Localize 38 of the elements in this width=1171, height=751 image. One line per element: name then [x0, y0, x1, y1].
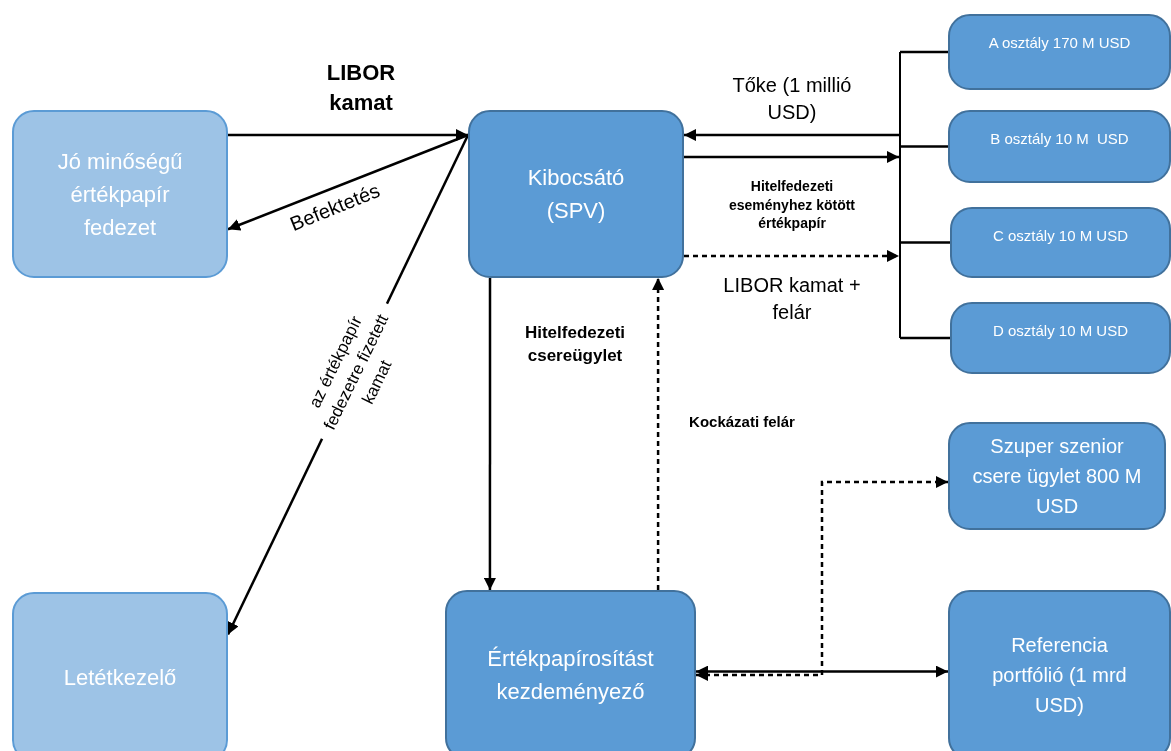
- process-box: [950, 207, 1171, 278]
- arrow: [227, 133, 469, 231]
- connector-line: [900, 145, 948, 148]
- edge-label: LIBOR kamat: [325, 59, 397, 117]
- edge-label: Tőke (1 millió USD): [731, 73, 853, 125]
- arrow: [696, 476, 948, 681]
- edge-label: Kockázati felár: [688, 411, 796, 432]
- box-text: A osztály 170 M USD: [988, 33, 1131, 53]
- box-text: Értékpapírosítást kezdeményező: [486, 645, 655, 706]
- process-box: [948, 422, 1166, 530]
- box-text: Letétkezelő: [63, 663, 177, 692]
- process-box: [445, 590, 696, 751]
- box-text: Kibocsátó (SPV): [526, 164, 626, 225]
- box-text: B osztály 10 M USD: [990, 129, 1129, 149]
- process-box: [12, 592, 228, 751]
- connector-line: [900, 241, 950, 244]
- arrow: [684, 249, 899, 262]
- process-box: [948, 110, 1171, 183]
- process-box: [468, 110, 684, 278]
- box-text: Szuper szenior csere ügylet 800 M USD: [972, 434, 1142, 519]
- process-box: [12, 110, 228, 278]
- box-text: Jó minőségű értékpapír fedezet: [56, 147, 184, 242]
- arrow: [696, 665, 948, 678]
- arrow: [684, 129, 899, 142]
- process-box: [950, 302, 1171, 374]
- process-box: [948, 14, 1171, 90]
- arrow: [684, 150, 899, 163]
- box-text: D osztály 10 M USD: [992, 321, 1128, 341]
- edge-label: Hitelfedezeti eseményhez kötött értékpapír: [727, 176, 856, 234]
- connector-line: [900, 50, 948, 54]
- edge-label: LIBOR kamat + felár: [722, 273, 862, 325]
- edge-label: Hitelfedezeti csereügylet: [523, 322, 627, 367]
- box-text: C osztály 10 M USD: [992, 226, 1128, 246]
- connector-line: [900, 336, 950, 340]
- process-box: [948, 590, 1171, 751]
- arrow: [652, 278, 665, 590]
- arrow: [483, 278, 496, 590]
- box-text: Referencia portfólió (1 mrd USD): [991, 633, 1128, 718]
